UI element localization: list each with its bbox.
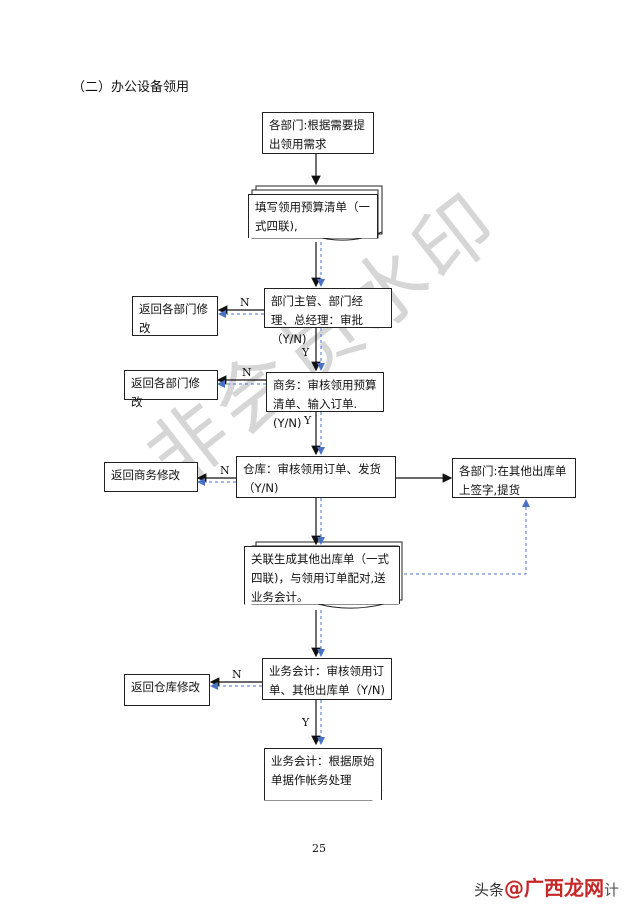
side-return-warehouse: 返回仓库修改 — [124, 674, 210, 706]
label-n-3: N — [220, 464, 230, 477]
brand-suffix: 计 — [604, 881, 620, 899]
label-y-1: Y — [302, 346, 310, 359]
node-request: 各部门:根据需要提出领用需求 — [262, 112, 374, 154]
dashed-6-right — [404, 499, 530, 575]
label-y-2: Y — [304, 414, 312, 427]
side-return-departments-1: 返回各部门修改 — [132, 296, 218, 336]
node-outbound-doc: 关联生成其他出库单（一式四联)，与领用订单配对,送业务会计。 — [244, 546, 400, 604]
node-warehouse: 仓库：审核领用订单、发货（Y/N) — [236, 456, 396, 498]
node-budget-form: 填写领用预算清单（一式四联), — [248, 194, 378, 238]
node-pickup: 各部门:在其他出库单上签字,提货 — [452, 458, 576, 498]
section-heading: （二）办公设备领用 — [72, 80, 190, 95]
side-return-business: 返回商务修改 — [104, 462, 198, 492]
node-business-review: 商务：审核领用预算清单、输入订单.(Y/N) — [266, 372, 384, 430]
label-n-2: N — [242, 366, 252, 379]
brand-logo: @广西龙网 — [504, 876, 605, 900]
brand-watermark: 头条@广西龙网计 — [474, 872, 619, 901]
label-y-3: Y — [302, 716, 310, 729]
node-accounting: 业务会计：根据原始单据作帐务处理 — [264, 748, 382, 800]
label-n-4: N — [232, 668, 242, 681]
node-approval: 部门主管、部门经理、总经理：审批（Y/N) — [264, 288, 392, 346]
side-return-departments-2: 返回各部门修改 — [124, 370, 218, 409]
page-number: 25 — [312, 842, 326, 855]
label-n-1: N — [240, 296, 250, 309]
brand-prefix: 头条 — [474, 881, 505, 899]
node-accountant-review: 业务会计：审核领用订单、其他出库单（Y/N) — [262, 658, 392, 700]
